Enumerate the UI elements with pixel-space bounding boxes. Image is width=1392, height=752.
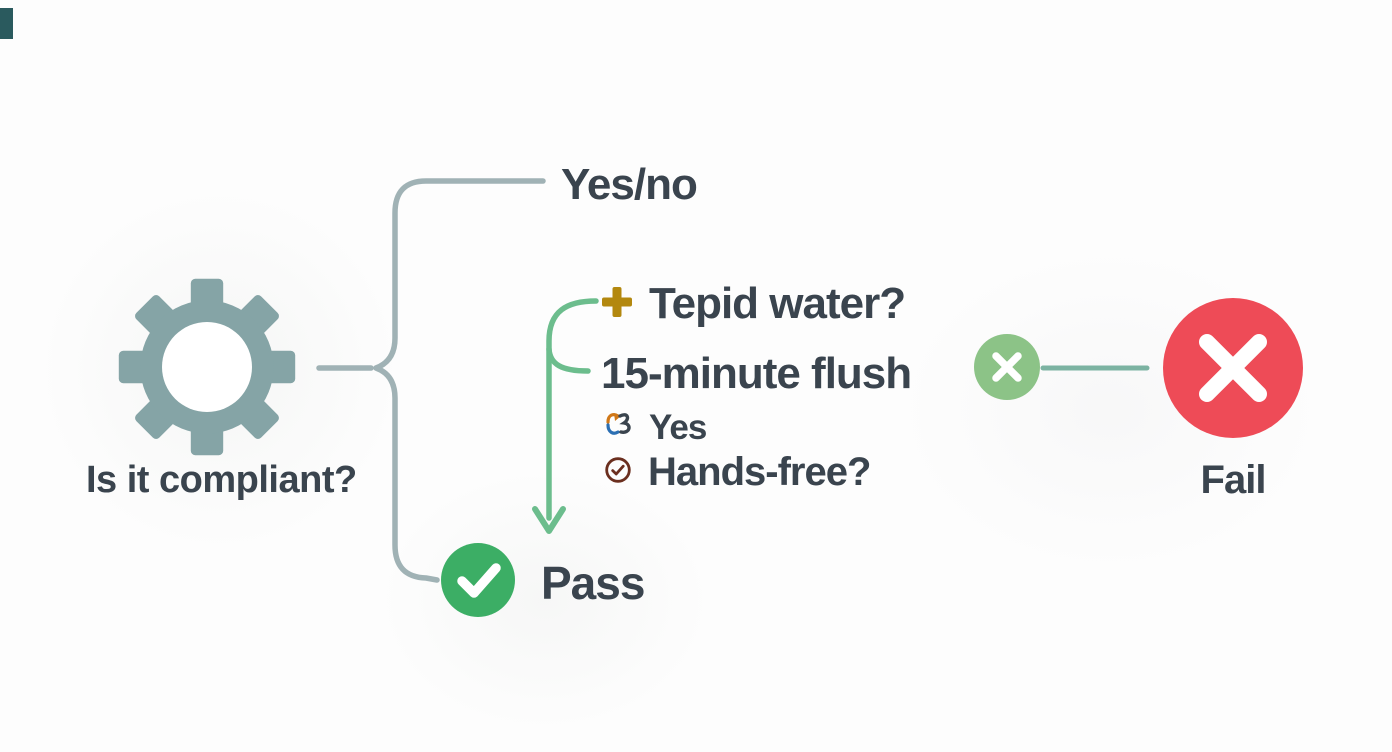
gear-icon [118, 278, 296, 456]
hands-free-node-label: Hands-free? [648, 450, 871, 494]
circle-check-icon [605, 457, 631, 483]
green-x-icon [974, 334, 1040, 400]
fail-x-icon [1163, 298, 1303, 438]
green-branch-main [546, 298, 599, 521]
pass-check-icon [441, 543, 515, 617]
fail-node-label: Fail [1200, 458, 1267, 502]
yes-node-label: Yes [649, 408, 707, 447]
flush-node-label: 15-minute flush [601, 349, 912, 398]
down-arrowhead-icon [532, 506, 566, 534]
tepid-water-node-label: Tepid water? [649, 279, 906, 328]
root-node-label: Is it compliant? [86, 459, 357, 501]
corner-artifact [0, 8, 13, 39]
teal-brace-connector [373, 178, 546, 583]
green-branch-flush [546, 346, 591, 374]
pass-node-label: Pass [541, 557, 645, 609]
yes-no-node-label: Yes/no [561, 160, 698, 209]
swap-icon [606, 413, 631, 435]
plus-icon [602, 287, 632, 317]
